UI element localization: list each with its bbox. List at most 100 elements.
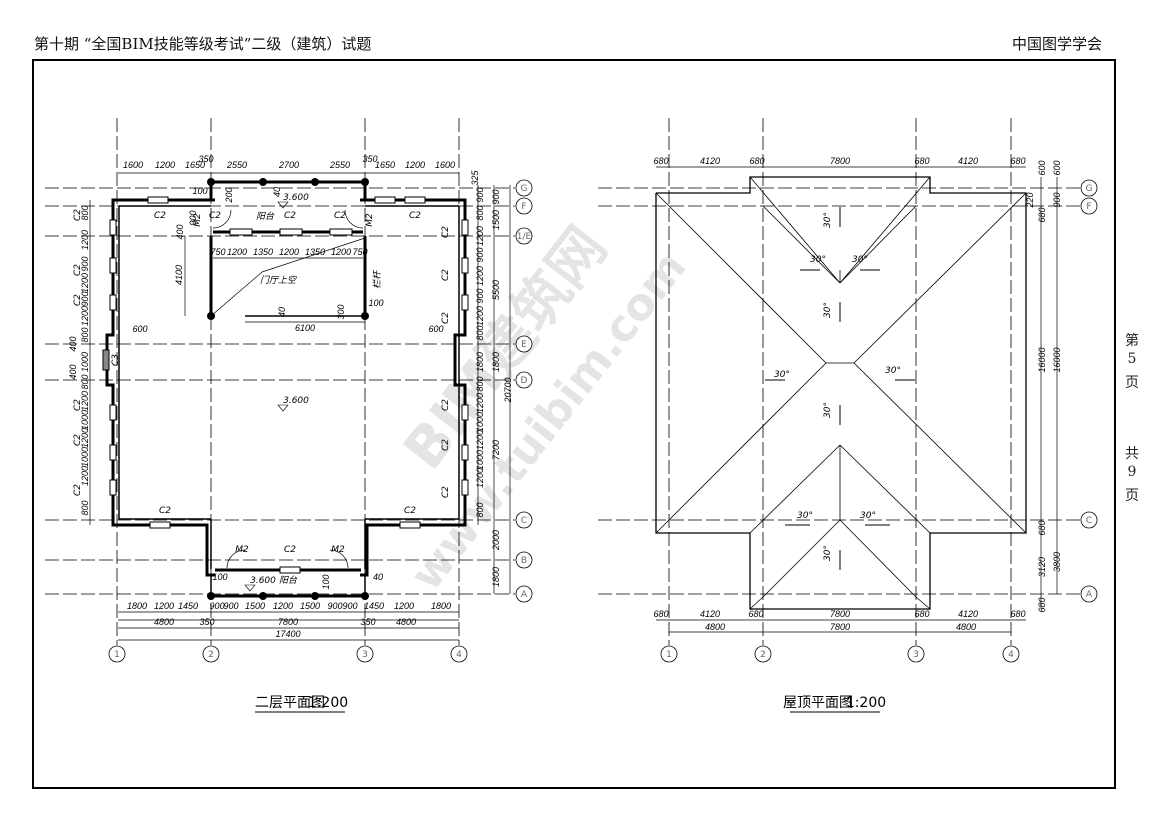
slope-label: 30° — [885, 366, 901, 376]
door-label: M2 — [331, 545, 345, 555]
dimension-text: 7800 — [830, 609, 850, 619]
column — [207, 312, 215, 320]
window — [149, 521, 171, 529]
dimension-text: 750 — [210, 247, 225, 257]
roof-ridge-line — [655, 362, 827, 534]
dimension-text: 7200 — [491, 440, 501, 460]
dimension-text: 800 — [80, 327, 90, 342]
door-swing — [344, 209, 364, 229]
axis-bubble — [1080, 585, 1098, 603]
dimension-text: 900 — [209, 601, 224, 611]
window — [109, 404, 117, 421]
column — [311, 178, 319, 186]
dimension-text: 1200 — [80, 466, 90, 486]
dimension-text: 16000 — [1037, 347, 1047, 372]
dimension-text: 1200 — [405, 160, 425, 170]
dimension-text: 800 — [475, 502, 485, 517]
axis-bubble — [754, 645, 772, 663]
window-label: C2 — [73, 484, 83, 496]
dimension-text: 1500 — [300, 601, 320, 611]
dimension-text: 680 — [1037, 207, 1047, 222]
window — [109, 219, 117, 236]
dimension-text: 680 — [748, 609, 763, 619]
dimension-text: 7800 — [830, 156, 850, 166]
dimension-text: 1200 — [80, 428, 90, 448]
dimension-text: 1200 — [475, 266, 485, 286]
dimension-text: 1350 — [305, 247, 325, 257]
dimension-text: 400 — [68, 364, 78, 379]
window — [109, 479, 117, 496]
axis-bubble — [1002, 645, 1020, 663]
dimension-text: 4120 — [958, 156, 978, 166]
organization-name: 中国图学学会 — [1012, 35, 1103, 53]
roof-ridge-line — [853, 192, 1027, 364]
slope-label: 30° — [823, 402, 833, 418]
dimension-text: 2550 — [329, 160, 350, 170]
window-label: C2 — [73, 209, 83, 221]
axis-bubble — [515, 335, 533, 353]
dimension-text: 4800 — [396, 617, 416, 627]
window — [404, 196, 426, 204]
page-number: 5 — [1127, 351, 1137, 367]
dimension-text: 1600 — [123, 160, 143, 170]
inner-wall-line — [118, 206, 211, 520]
dimension-text: 1200 — [279, 247, 299, 257]
axis-label: E — [521, 340, 527, 350]
window — [461, 479, 469, 496]
axis-label: 3 — [913, 650, 919, 660]
elevation-label: 3.600 — [250, 576, 276, 586]
dimension-text: 4800 — [705, 622, 725, 632]
window-label: C2 — [334, 211, 346, 221]
elevation-marker — [244, 584, 256, 592]
roof-ridge-line — [839, 519, 917, 598]
dimension-text: 1200 — [227, 247, 247, 257]
dimension-text: 4800 — [956, 622, 976, 632]
door-swing — [226, 549, 246, 569]
void-diagonal — [261, 237, 366, 273]
window-c3 — [102, 349, 110, 371]
dimension-text: 1200 — [273, 601, 293, 611]
axis-bubble — [515, 551, 533, 569]
dimension-text: 2000 — [491, 530, 501, 551]
window-label: C2 — [154, 211, 166, 221]
roof-ridge-line — [749, 176, 841, 284]
dimension-text: 800 — [475, 325, 485, 340]
dimension-text: 2700 — [278, 160, 299, 170]
axis-bubble — [515, 371, 533, 389]
void-diagonal — [210, 271, 263, 317]
door-label: M2 — [235, 545, 249, 555]
dimension-text: 900 — [475, 187, 485, 202]
door-swing — [212, 209, 232, 229]
dimension-text: 40 — [373, 572, 383, 582]
dimension-text: 350 — [360, 617, 375, 627]
window — [109, 294, 117, 311]
window-label: C2 — [441, 439, 451, 451]
dimension-text: 325 — [470, 170, 480, 186]
column — [207, 178, 215, 186]
axis-bubble — [202, 645, 220, 663]
dimension-text: 4120 — [958, 609, 978, 619]
dimension-text: 300 — [336, 304, 346, 319]
axis-label: 4 — [456, 650, 462, 660]
axis-label: 4 — [1008, 650, 1014, 660]
window — [399, 521, 421, 529]
dimension-text: 1200 — [80, 306, 90, 326]
dimension-text: 1000 — [80, 352, 90, 372]
axis-bubble — [515, 179, 533, 197]
slope-label: 30° — [860, 511, 876, 521]
roof-ridge-line — [762, 519, 841, 598]
dimension-text: 1200 — [394, 601, 414, 611]
window-label: C2 — [73, 399, 83, 411]
axis-label: F — [1086, 202, 1091, 212]
roof-ridge-line — [839, 205, 917, 284]
axis-bubble — [515, 511, 533, 529]
dimension-text: 750 — [352, 247, 367, 257]
slope-label: 30° — [810, 255, 826, 265]
room-label-balcony: 阳台 — [256, 211, 275, 222]
slope-label: 30° — [852, 255, 868, 265]
window — [461, 404, 469, 421]
room-label-railing: 栏杆 — [372, 269, 383, 289]
dimension-text: 1800 — [491, 352, 501, 372]
